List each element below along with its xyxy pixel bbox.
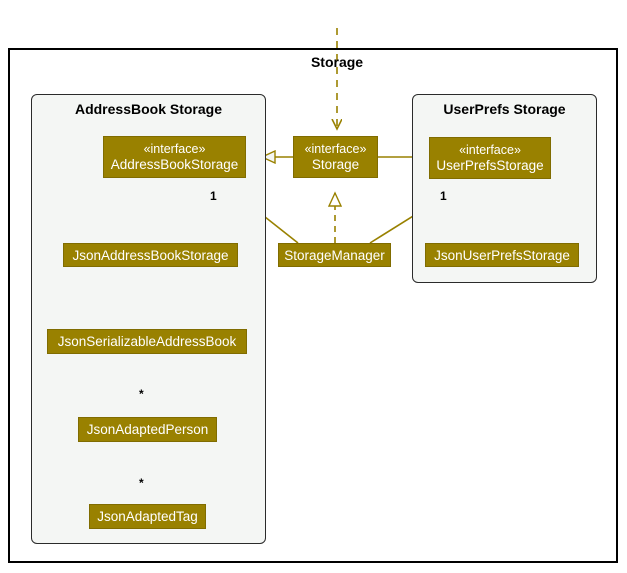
class-storage-name: Storage: [311, 157, 360, 172]
class-addressbookstorage[interactable]: «interface» AddressBookStorage: [103, 136, 246, 178]
class-addressbookstorage-name: AddressBookStorage: [110, 157, 239, 172]
class-jsonuserprefsstorage[interactable]: JsonUserPrefsStorage: [425, 243, 579, 267]
class-jsonuserprefsstorage-name: JsonUserPrefsStorage: [434, 247, 570, 263]
class-jsonserializableaddressbook-name: JsonSerializableAddressBook: [57, 334, 237, 349]
multiplicity-addressbookstorage: 1: [210, 189, 217, 203]
multiplicity-jsonadaptedperson: *: [139, 387, 144, 401]
class-jsonadaptedtag-name: JsonAdaptedTag: [97, 509, 198, 524]
class-userprefsstorage-stereotype: «interface»: [459, 143, 521, 157]
class-jsonaddressbookstorage-name: JsonAddressBookStorage: [72, 247, 229, 263]
class-userprefsstorage[interactable]: «interface» UserPrefsStorage: [429, 137, 551, 179]
class-storage[interactable]: «interface» Storage: [293, 136, 378, 178]
class-storagemanager[interactable]: StorageManager: [278, 243, 391, 267]
class-userprefsstorage-name: UserPrefsStorage: [436, 158, 544, 173]
storage-outer-frame: [8, 48, 618, 563]
multiplicity-userprefsstorage: 1: [440, 189, 447, 203]
class-storagemanager-name: StorageManager: [284, 247, 385, 263]
class-jsonserializableaddressbook[interactable]: JsonSerializableAddressBook: [47, 329, 247, 354]
class-jsonaddressbookstorage[interactable]: JsonAddressBookStorage: [63, 243, 238, 267]
class-jsonadaptedtag[interactable]: JsonAdaptedTag: [89, 504, 206, 529]
class-jsonadaptedperson-name: JsonAdaptedPerson: [86, 422, 209, 437]
class-addressbookstorage-stereotype: «interface»: [143, 142, 206, 156]
multiplicity-jsonadaptedtag: *: [139, 476, 144, 490]
class-storage-stereotype: «interface»: [304, 142, 367, 156]
package-userprefs-storage-title: UserPrefs Storage: [443, 101, 566, 117]
page-title: Storage: [310, 54, 364, 70]
class-jsonadaptedperson[interactable]: JsonAdaptedPerson: [78, 417, 217, 442]
package-addressbook-storage-title: AddressBook Storage: [74, 101, 223, 117]
